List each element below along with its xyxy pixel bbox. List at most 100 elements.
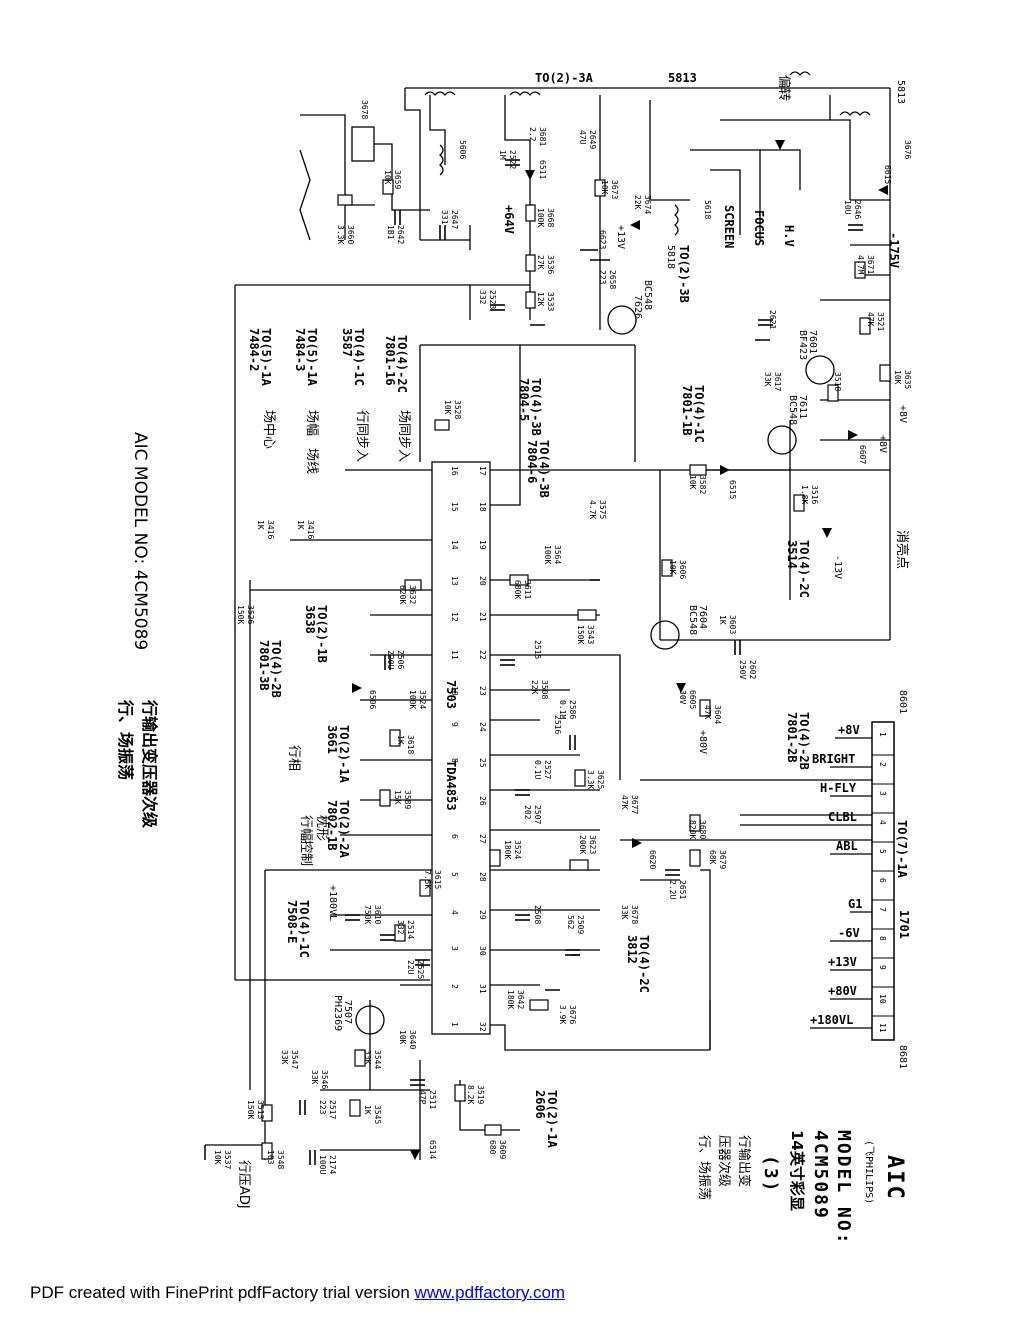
component-val: 10K: [893, 370, 902, 385]
connector-signal: +180VL: [810, 1013, 853, 1027]
main-title-line1: AIC MODEL NO: 4CM5089: [130, 432, 150, 650]
connector-signal: BRIGHT: [812, 752, 855, 766]
cn-label: 行相: [286, 745, 301, 771]
ic-pin: 19: [478, 540, 487, 550]
component-ref: 2508: [533, 905, 542, 924]
focus-label: FOCUS: [752, 210, 766, 246]
ic-pin: 27: [478, 834, 487, 844]
top-labels: TO(2)-3A 5813 偏转: [535, 71, 791, 101]
corner-model-no: 4CM5089: [810, 1130, 831, 1220]
component-val: 10K: [688, 475, 697, 490]
component-ref: 3618: [406, 735, 415, 754]
ic-pin: 11: [450, 650, 459, 660]
component-ref: 3677: [630, 795, 639, 814]
wiring: [205, 87, 891, 1160]
main-title: AIC MODEL NO: 4CM5089 行输出变压器次级 行、场振荡: [116, 432, 159, 829]
connector-pin: 4: [878, 820, 887, 825]
component-ref: 3546: [320, 1070, 329, 1089]
net-label: TO(2)-1A: [337, 725, 351, 784]
component-ref: 2586: [568, 700, 577, 719]
ic-pin: 24: [478, 722, 487, 732]
minus175v-label: -175V: [887, 232, 901, 268]
ic-pin: 3: [450, 946, 459, 951]
component-val: 202: [523, 805, 532, 820]
component-ref: 3518: [833, 372, 842, 391]
cn-labels: 场中心 场幅 场线 行同步入 场同步入 行相 行幅 枕形 控制 行压ADJ: [236, 410, 411, 1209]
ic-pin: 1: [450, 1022, 459, 1027]
corner-desc2: 行输出变: [736, 1135, 752, 1187]
component-ref: 3642: [516, 990, 525, 1009]
cn-label: 场中心: [261, 410, 276, 449]
component-ref: 3668: [546, 208, 555, 227]
component-val: 10U: [843, 200, 852, 215]
component-val: 0.1U: [533, 760, 542, 779]
cn-label: 枕形: [314, 815, 329, 841]
component-ref: 3513: [256, 1100, 265, 1119]
ic-pins-top: 16 15 14 13 12 11 10 9 8 7 6 5 4 3 2 1: [450, 466, 459, 1027]
component-val: 4.7M: [856, 255, 865, 274]
component-ref: 2646: [853, 200, 862, 219]
transistor-symbols: [355, 305, 835, 1035]
transistor-7626-part: BC548: [642, 280, 653, 310]
component-ref: 6605: [688, 690, 697, 709]
component-val: 1K: [396, 735, 405, 745]
connector-signal: +80V: [828, 984, 857, 998]
net-label: TO(2)-2A: [337, 800, 351, 859]
connector-pin: 3: [878, 791, 887, 796]
ic-pin: 10: [450, 686, 459, 696]
net-label: 3587: [340, 328, 354, 357]
component-val: 223: [318, 1100, 327, 1115]
transistor-7604: 7604: [697, 605, 708, 629]
connector-pin: 2: [878, 762, 887, 767]
net-label: 7801-1B: [680, 385, 694, 436]
transistor-7507-part: PH2369: [332, 995, 343, 1031]
connector-goto: TO(7)-1A: [895, 820, 909, 879]
transistor-7626: 7626: [632, 295, 643, 319]
component-ref: 3640: [408, 1030, 417, 1049]
component-val: 150K: [236, 605, 245, 624]
connector-pin: 8: [878, 936, 887, 941]
component-ref: 3537: [223, 1150, 232, 1169]
net-label: 7804-5: [517, 378, 531, 421]
corner-desc1: 14英寸彩显: [788, 1130, 806, 1211]
component-val: 332: [478, 290, 487, 305]
component-val: 1B1: [386, 225, 395, 240]
footer-text: PDF created with FinePrint pdfFactory tr…: [30, 1283, 410, 1302]
rotated-labels: 5813 SCREEN FOCUS H.V +64V +13V -175V TO…: [327, 80, 910, 1031]
component-val: 4.7K: [588, 500, 597, 519]
component-ref: 2642: [396, 225, 405, 244]
footer-link[interactable]: www.pdffactory.com: [414, 1283, 566, 1302]
ic-pin: 16: [450, 466, 459, 476]
ic-pin: 22: [478, 650, 487, 660]
component-ref: 3615: [433, 870, 442, 889]
component-val: 47P: [418, 1090, 427, 1105]
component-val: 1K: [296, 520, 305, 530]
ic-pin: 8: [450, 758, 459, 763]
component-val: 8.2K: [466, 1085, 475, 1104]
plus13v-label: +13V: [615, 225, 626, 249]
component-val: 180K: [506, 990, 515, 1009]
ic-pin: 13: [450, 576, 459, 586]
net-label: TO(4)-3B: [529, 378, 543, 436]
component-ref: 3524: [513, 840, 522, 859]
component-ref: 2647: [450, 210, 459, 229]
ic-ref: 7503: [444, 680, 458, 709]
connector-ref-top: 8601: [897, 690, 908, 714]
component-ref: 3623: [588, 835, 597, 854]
net-label: 7801-3B: [257, 640, 271, 691]
component-ref: 3545: [373, 1105, 382, 1124]
component-val: 10K: [398, 1030, 407, 1045]
ic-pin: 7: [450, 796, 459, 801]
cn-label: 控制: [298, 840, 313, 866]
component-ref: 3544: [373, 1050, 382, 1069]
component-val: 10K: [668, 560, 677, 575]
net-label: 3514: [785, 540, 799, 569]
ic-pin: 6: [450, 834, 459, 839]
component-ref: 3548: [276, 1150, 285, 1169]
pdf-footer: PDF created with FinePrint pdfFactory tr…: [30, 1283, 565, 1303]
cn-label: 行幅: [298, 815, 313, 841]
component-ref: 2515: [533, 640, 542, 659]
ic-pin: 2: [450, 984, 459, 989]
component-ref: 6607: [858, 445, 867, 464]
component-ref: 3416: [306, 520, 315, 539]
